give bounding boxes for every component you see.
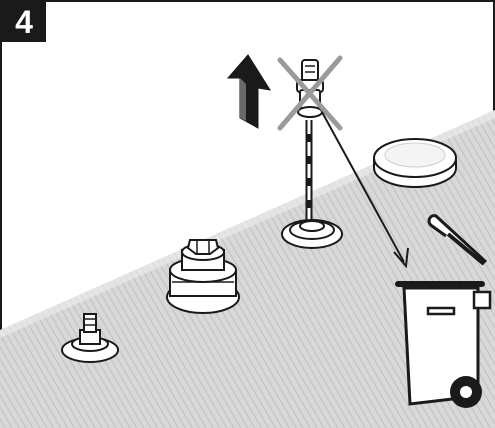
arrow-up-icon [226,54,272,129]
cross-out-stroke-2 [277,55,343,131]
wheelie-bin-icon [395,214,492,408]
sloped-surface [0,110,495,428]
small-valve-assembly [61,313,119,363]
arrow-to-bin-icon [321,111,409,269]
crossed-out-valve-insert [277,55,343,131]
large-valve-assembly [166,239,240,314]
round-cap [373,138,457,188]
valve-base-flange [281,219,343,249]
step-number-badge: 4 [2,2,46,42]
